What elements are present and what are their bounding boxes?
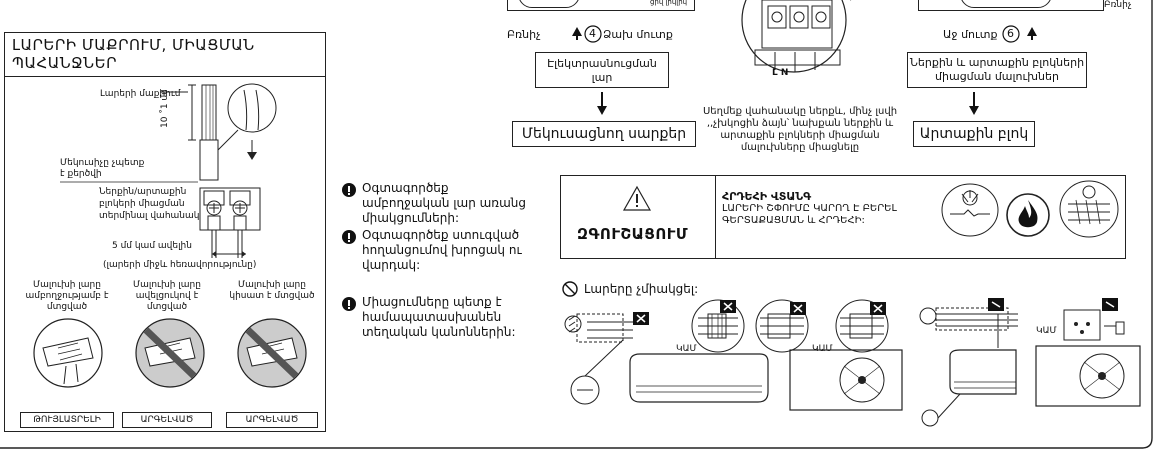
or-2: ԿԱՄ — [812, 344, 833, 354]
panel-divider — [4, 76, 326, 77]
verdict-ok-label: ԹՈՒՅԼԱՏՐԵԼԻ — [33, 415, 101, 425]
terminal-note: Սեղմեք վահանակը ներքև, մինչ լսվի ,,չխկոց… — [702, 106, 898, 153]
verdict-bad1-label: ԱՐԳԵԼՎԱԾ — [140, 415, 194, 425]
power-cable-label: Էլեկտրասնուցման լար — [547, 57, 657, 84]
right-input-num: 6 — [1007, 27, 1014, 40]
case-bad2-label: Մալուխի լարը կիսատ է մտցված — [229, 280, 315, 301]
twisted-wire-icon — [1059, 180, 1119, 238]
gap-label: 5 մմ կամ ավելին — [112, 241, 192, 251]
warning-body: ԼԱՐԵՐԻ ՇՓՈՒՄԸ ԿԱՐՈՂ Է ԲԵՐԵԼ ԳԵՐՏԱՔԱՑՄԱՆ … — [722, 203, 897, 226]
verdict-bad1: ԱՐԳԵԼՎԱԾ — [122, 412, 212, 428]
down-arrow-2-icon — [969, 92, 979, 115]
prohibited-icon — [562, 281, 578, 297]
case-bad1-label: Մալուխի լարը ավելցուկով է մտցված — [133, 280, 201, 312]
core-note: Մեկուսիչը չպետք է քերծվի — [60, 158, 145, 179]
verdict-ok: ԹՈՒՅԼԱՏՐԵԼԻ — [20, 412, 114, 428]
splice-bad-drawing-4 — [919, 298, 1018, 348]
gap-sub: (լարերի միջև հեռավորությունը) — [103, 260, 257, 270]
outdoor-unit-label: Արտաքին բլոկ — [919, 126, 1029, 142]
terminal-screws-drawing — [199, 187, 261, 258]
warning-head: ՀՐԴԵՀԻ ՎՏԱՆԳ — [722, 190, 812, 203]
circled-number-right — [1002, 25, 1020, 43]
top-right-box — [918, 0, 1104, 11]
indoor-unit-drawing-2 — [921, 349, 1017, 427]
note-2: Օգտագործեք ստուգված հողանցումով խրոցակ ո… — [362, 228, 522, 272]
wire-panel-title: ԼԱՐԵՐԻ ՄԱՔՐՈՒՄ, ՄԻԱՑՄԱՆ ՊԱՀԱՆՋՆԵՐ — [12, 36, 255, 72]
inner-outer-box: Ներքին և արտաքին բլոկների միացման մալուխ… — [907, 52, 1087, 88]
up-arrow-icon — [572, 27, 582, 40]
top-left-tiny: ցրվ լիկլիկ — [650, 0, 688, 6]
splice-bad-drawing-1 — [564, 312, 649, 405]
down-arrow-1-icon — [597, 92, 607, 115]
left-input-num: 4 — [589, 27, 596, 40]
verdict-bad2: ԱՐԳԵԼՎԱԾ — [226, 412, 318, 428]
inner-outer-label: Ներքին և արտաքին բլոկների միացման մալուխ… — [909, 56, 1085, 83]
terminal-block-drawing — [741, 0, 852, 73]
wire-panel — [4, 32, 326, 432]
power-cable-box: Էլեկտրասնուցման լար — [535, 52, 669, 88]
spark-plug-icon — [941, 183, 999, 237]
exclamation-icon-2 — [342, 230, 356, 244]
indoor-unit-drawing-1 — [629, 353, 769, 403]
terminal-tag: L N — [772, 68, 789, 78]
exclamation-icon-3 — [342, 297, 356, 311]
fire-icon — [1006, 193, 1050, 237]
splice-bad-drawing-2 — [691, 299, 745, 353]
case-ok-label: Մալուխի լարը ամբողջությամբ է մտցված — [25, 280, 109, 312]
single-device-label: Մեկուսացնող սարքեր — [521, 126, 687, 142]
circled-number-left — [584, 25, 602, 43]
splice-bad-drawing-3 — [755, 299, 889, 353]
single-device-box: Մեկուսացնող սարքեր — [512, 121, 696, 147]
up-arrow-right-icon — [1027, 27, 1037, 40]
exclamation-icon-1 — [342, 183, 356, 197]
verdict-bad2-label: ԱՐԳԵԼՎԱԾ — [245, 415, 299, 425]
or-1: ԿԱՄ — [676, 344, 697, 354]
wire-strip-drawing — [160, 83, 277, 181]
pinch-left: Բռնիչ — [507, 28, 541, 41]
case-bad2-drawing — [237, 318, 307, 388]
left-input-label: Ձախ մուտք — [603, 28, 673, 41]
right-input-label: Աջ մուտք — [943, 28, 998, 41]
core-note-leader — [60, 181, 198, 183]
or-3: ԿԱՄ — [1036, 326, 1057, 336]
warning-box — [560, 175, 1126, 259]
conn-label: Ներքին/արտաքին բլոկերի միացման տերմինալ … — [99, 187, 200, 221]
case-ok-drawing — [33, 318, 103, 388]
warning-divider — [715, 175, 716, 259]
pinch-right: Բռնիչ — [1104, 0, 1132, 10]
warning-label: ԶԳՈՒՇԱՑՈՒՄ — [577, 225, 689, 243]
note-3: Միացումները պետք է համապատասխանեն տեղակա… — [362, 295, 516, 339]
outdoor-unit-drawing-1 — [789, 349, 903, 411]
no-splice-title: Լարերը չմիակցել: — [584, 282, 699, 296]
warning-triangle-icon — [622, 185, 652, 211]
case-bad1-drawing — [135, 318, 205, 388]
gap-dimension — [212, 251, 246, 257]
socket-outlet-icon — [1063, 298, 1125, 341]
outdoor-unit-box: Արտաքին բլոկ — [913, 121, 1035, 147]
wire-strip-label: Լարերի մաքրում — [100, 89, 181, 99]
note-1: Օգտագործեք ամբողջական լար առանց միակցում… — [362, 181, 526, 225]
outdoor-unit-drawing-2 — [1035, 345, 1141, 407]
top-left-box — [507, 0, 695, 11]
